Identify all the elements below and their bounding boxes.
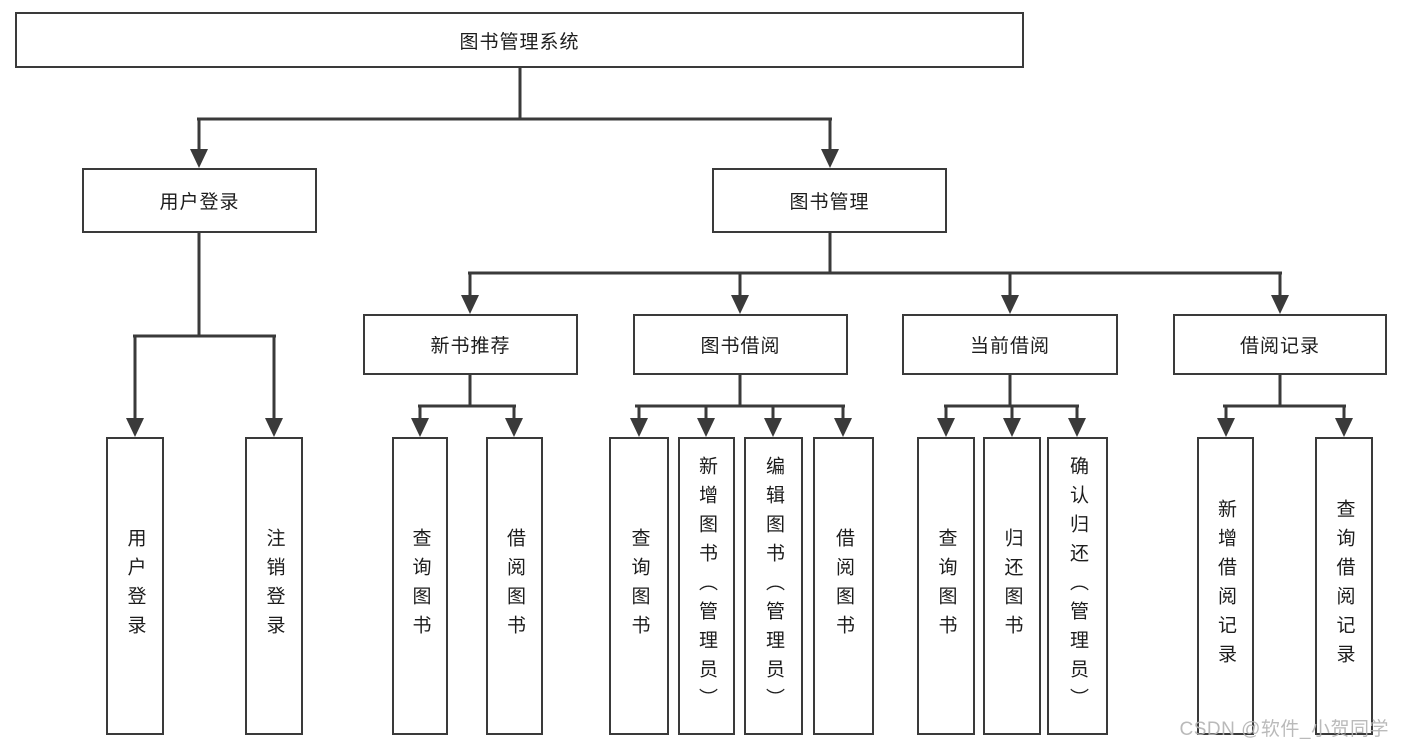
arrowheads-borrow-record-to-leaves [1217, 418, 1353, 437]
node-leaf-add-book-admin: 新增图书（管理员） [678, 437, 735, 735]
node-label: 查询图书 [935, 528, 957, 644]
node-label: 图书管理 [789, 192, 870, 213]
node-label: 编辑图书（管理员） [763, 455, 784, 717]
connector-book-mgmt-to-modules [468, 233, 1282, 297]
node-label: 借阅图书 [833, 528, 854, 644]
node-user-login: 用户登录 [82, 168, 317, 233]
node-label: 用户登录 [124, 528, 146, 644]
node-label: 用户登录 [159, 192, 240, 213]
arrowhead [1217, 418, 1235, 437]
arrowhead [821, 149, 839, 168]
node-label: 新增图书（管理员） [696, 455, 717, 717]
csdn-watermark: CSDN @软件_小贺同学 [1179, 719, 1389, 740]
node-leaf-query-books-current: 查询图书 [917, 437, 975, 735]
node-leaf-query-borrow-record: 查询借阅记录 [1315, 437, 1373, 735]
node-book-borrow: 图书借阅 [633, 314, 848, 375]
arrowhead [126, 418, 144, 437]
node-leaf-borrow-books-newbook: 借阅图书 [486, 437, 543, 735]
arrowhead [937, 418, 955, 437]
node-leaf-return-book: 归还图书 [983, 437, 1041, 735]
node-label: 新增借阅记录 [1215, 499, 1236, 673]
arrowheads-new-book-to-leaves [411, 418, 523, 437]
node-current-borrow: 当前借阅 [902, 314, 1118, 375]
node-book-management: 图书管理 [712, 168, 947, 233]
node-leaf-query-books-newbook: 查询图书 [392, 437, 448, 735]
node-leaf-query-books-borrow: 查询图书 [609, 437, 669, 735]
node-label: 新书推荐 [430, 336, 511, 357]
node-label: 借阅图书 [504, 528, 525, 644]
node-label: 查询图书 [628, 528, 650, 644]
arrowhead [505, 418, 523, 437]
node-label: 确认归还（管理员） [1067, 455, 1088, 717]
connector-root-to-branches [197, 68, 832, 151]
arrowhead [411, 418, 429, 437]
arrowhead [697, 418, 715, 437]
connector-new-book-to-leaves [418, 375, 516, 420]
arrowhead [190, 149, 208, 168]
connector-current-borrow-to-leaves [944, 375, 1079, 420]
arrowheads-book-mgmt-to-modules [461, 295, 1289, 314]
connector-user-login-to-leaves [133, 233, 276, 420]
arrowhead [1003, 418, 1021, 437]
node-label: 借阅记录 [1239, 336, 1320, 357]
arrowhead [265, 418, 283, 437]
node-borrow-records: 借阅记录 [1173, 314, 1387, 375]
arrowhead [461, 295, 479, 314]
node-label: 归还图书 [1001, 528, 1023, 644]
node-label: 查询图书 [409, 528, 431, 644]
node-leaf-confirm-return-admin: 确认归还（管理员） [1047, 437, 1108, 735]
node-label: 查询借阅记录 [1333, 499, 1355, 673]
node-label: 注销登录 [263, 528, 285, 644]
connector-borrow-record-to-leaves [1223, 375, 1346, 420]
arrowhead [1335, 418, 1353, 437]
arrowhead [1001, 295, 1019, 314]
node-label: 图书借阅 [700, 336, 781, 357]
arrowheads-user-login-to-leaves [126, 418, 283, 437]
node-leaf-edit-book-admin: 编辑图书（管理员） [744, 437, 803, 735]
node-new-book-recommend: 新书推荐 [363, 314, 578, 375]
node-label: 当前借阅 [969, 336, 1050, 357]
node-library-management-system: 图书管理系统 [15, 12, 1024, 68]
connector-book-borrow-to-leaves [635, 375, 845, 420]
arrowheads-root-to-branches [190, 149, 839, 168]
node-leaf-borrow-books-borrow: 借阅图书 [813, 437, 874, 735]
arrowhead [1271, 295, 1289, 314]
node-leaf-add-borrow-record: 新增借阅记录 [1197, 437, 1254, 735]
arrowhead [630, 418, 648, 437]
arrowheads-current-borrow-to-leaves [937, 418, 1086, 437]
arrowhead [731, 295, 749, 314]
node-leaf-user-login: 用户登录 [106, 437, 164, 735]
arrowhead [834, 418, 852, 437]
arrowhead [1068, 418, 1086, 437]
arrowhead [764, 418, 782, 437]
node-label: 图书管理系统 [459, 31, 580, 53]
node-leaf-logout: 注销登录 [245, 437, 303, 735]
arrowheads-book-borrow-to-leaves [630, 418, 852, 437]
